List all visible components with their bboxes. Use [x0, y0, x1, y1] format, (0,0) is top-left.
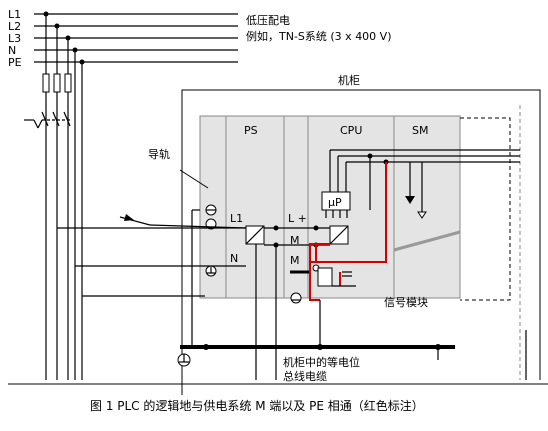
rail — [179, 115, 227, 299]
signal-module-label: 信号模块 — [384, 296, 428, 309]
line-label-l3: L3 — [8, 32, 21, 45]
bus-label-line2: 总线电缆 — [283, 369, 327, 383]
ps-module — [225, 115, 285, 299]
cpu-chip-icon — [321, 191, 351, 211]
fuse-icons — [42, 73, 72, 93]
cabinet — [181, 89, 541, 395]
line-label-pe: PE — [8, 56, 22, 69]
figure-caption: 图 1 PLC 的逻辑地与供电系统 M 端以及 PE 相通（红色标注） — [90, 398, 424, 413]
ps-terminals — [205, 204, 265, 277]
line-label-l1: L1 — [8, 8, 21, 21]
bus-label-line1: 机柜中的等电位 — [283, 355, 360, 369]
supply-note-line1: 低压配电 — [246, 14, 290, 27]
pe-ground-symbol — [177, 353, 191, 367]
cpu-module-label: CPU — [340, 124, 362, 137]
main-wiring — [57, 209, 330, 380]
red-connection-lines — [309, 162, 387, 301]
ps-module-label: PS — [244, 124, 258, 137]
ps-l1-label: L1 — [230, 212, 243, 225]
cabinet-label: 机柜 — [338, 73, 360, 87]
main-switch-icon — [24, 111, 71, 129]
sm-module-label: SM — [412, 124, 428, 137]
ground-icon — [290, 292, 302, 304]
sm-extension-outline — [460, 117, 511, 301]
output-plus-label: L + — [288, 212, 307, 225]
rail-label: 导轨 — [148, 147, 170, 161]
output-m1-label: M — [290, 234, 300, 247]
sm-module — [393, 115, 461, 299]
sm-bus-stripe — [393, 230, 461, 252]
line-label-l2: L2 — [8, 20, 21, 33]
ps-n-label: N — [230, 252, 238, 265]
cpu-chip-pins — [325, 210, 348, 218]
supply-note-line2: 例如，TN-S系统 (3 x 400 V) — [246, 29, 392, 43]
line-label-n: N — [8, 44, 16, 57]
backplane-bus — [329, 149, 520, 219]
cpu-chip-label: μP — [328, 196, 342, 209]
rc-filter-icon — [317, 267, 356, 287]
output-m2-label: M — [290, 254, 300, 267]
